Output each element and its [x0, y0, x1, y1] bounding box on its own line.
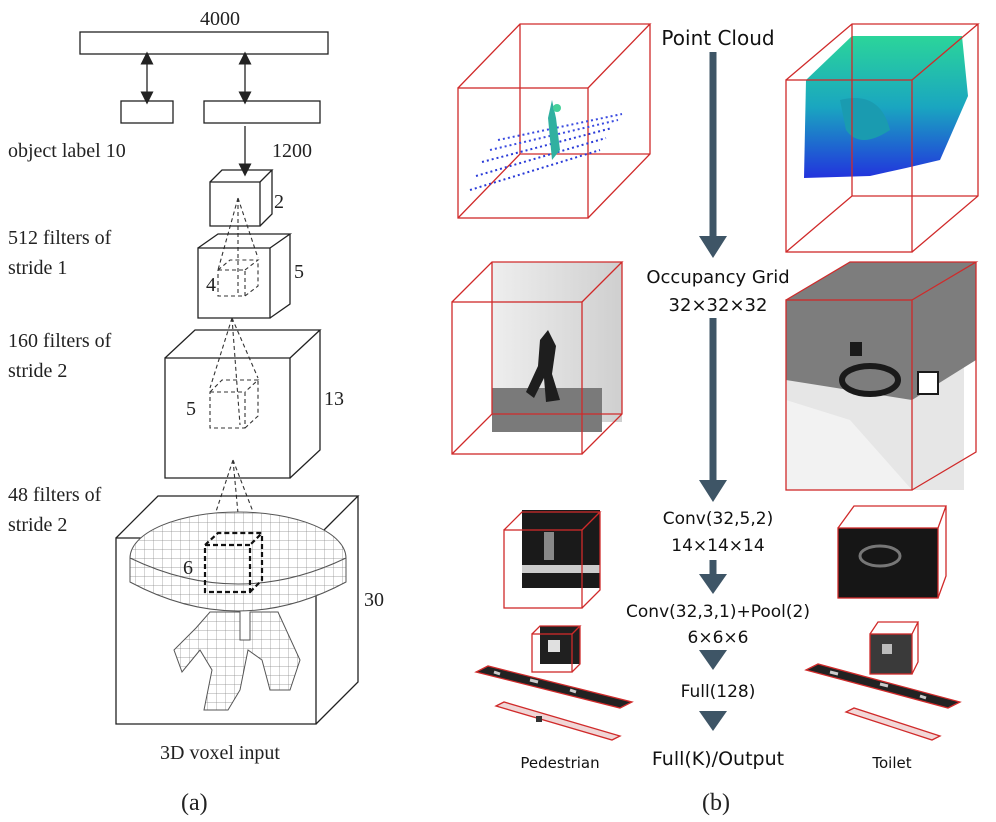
cube-size-2: [209, 169, 274, 227]
step-conv1-1: Conv(32,5,2): [663, 509, 773, 529]
pedestrian-full-bar: [474, 665, 634, 709]
cube3-kernel: 5: [186, 398, 196, 420]
pedestrian-point-cloud: [457, 23, 652, 219]
step-conv2-1: Conv(32,3,1)+Pool(2): [626, 602, 810, 622]
layer2-text-2: stride 2: [8, 360, 67, 382]
step-conv1-2: 14×14×14: [671, 536, 764, 556]
input-caption: 3D voxel input: [160, 742, 280, 764]
top-layer-size: 4000: [200, 8, 240, 30]
layer3-text-2: stride 2: [8, 514, 67, 536]
panel-a-network-diagram: 4000 object label 10 1200 2 512 filters …: [8, 8, 384, 816]
cube-size-13: [164, 329, 322, 479]
example-right-label: Toilet: [871, 754, 911, 772]
input-kernel: 6: [183, 557, 193, 579]
pedestrian-occupancy-grid: [451, 261, 624, 455]
pedestrian-conv1-cube: [503, 510, 602, 609]
object-label-box: [120, 100, 174, 124]
example-left-label: Pedestrian: [520, 754, 599, 772]
pedestrian-output-bar: [494, 701, 622, 741]
receptive-field-1: [217, 197, 259, 296]
toilet-full-bar: [804, 663, 962, 709]
flow-arrows: [699, 52, 727, 731]
step-grid-1: Occupancy Grid: [646, 267, 789, 288]
toilet-conv1-cube: [837, 505, 947, 599]
cube3-size: 13: [324, 388, 344, 410]
cube1-size: 2: [274, 191, 284, 213]
hidden-size-text: 1200: [272, 140, 312, 162]
step-full: Full(128): [681, 682, 756, 702]
toilet-point-cloud: [785, 23, 980, 253]
caption-a: (a): [181, 790, 208, 816]
voxel-input-volume: [115, 495, 360, 725]
receptive-field-2: [209, 317, 259, 426]
step-grid-2: 32×32×32: [669, 295, 768, 316]
layer1-text-1: 512 filters of: [8, 227, 112, 249]
layer3-text-1: 48 filters of: [8, 484, 102, 506]
cube2-size: 5: [294, 261, 304, 283]
caption-b: (b): [702, 790, 730, 816]
layer1-text-2: stride 1: [8, 257, 67, 279]
input-size: 30: [364, 589, 384, 611]
step-point-cloud: Point Cloud: [661, 26, 774, 50]
fc-layer-4000: [79, 31, 329, 55]
layer2-text-1: 160 filters of: [8, 330, 112, 352]
toilet-conv2-cube: [869, 621, 920, 675]
toilet-occupancy-grid: [785, 261, 979, 491]
cube-size-5: [197, 233, 293, 319]
panel-b-voxnet-diagram: Point Cloud Occupancy Grid 32×32×32 Conv…: [451, 23, 980, 816]
pedestrian-conv2-cube: [531, 625, 582, 673]
cube2-kernel: 4: [206, 274, 216, 296]
toilet-output-bar: [844, 707, 942, 741]
step-conv2-2: 6×6×6: [688, 628, 749, 648]
step-output: Full(K)/Output: [652, 748, 784, 770]
hidden-layer-1200: [203, 100, 321, 124]
object-label-text: object label 10: [8, 140, 126, 162]
